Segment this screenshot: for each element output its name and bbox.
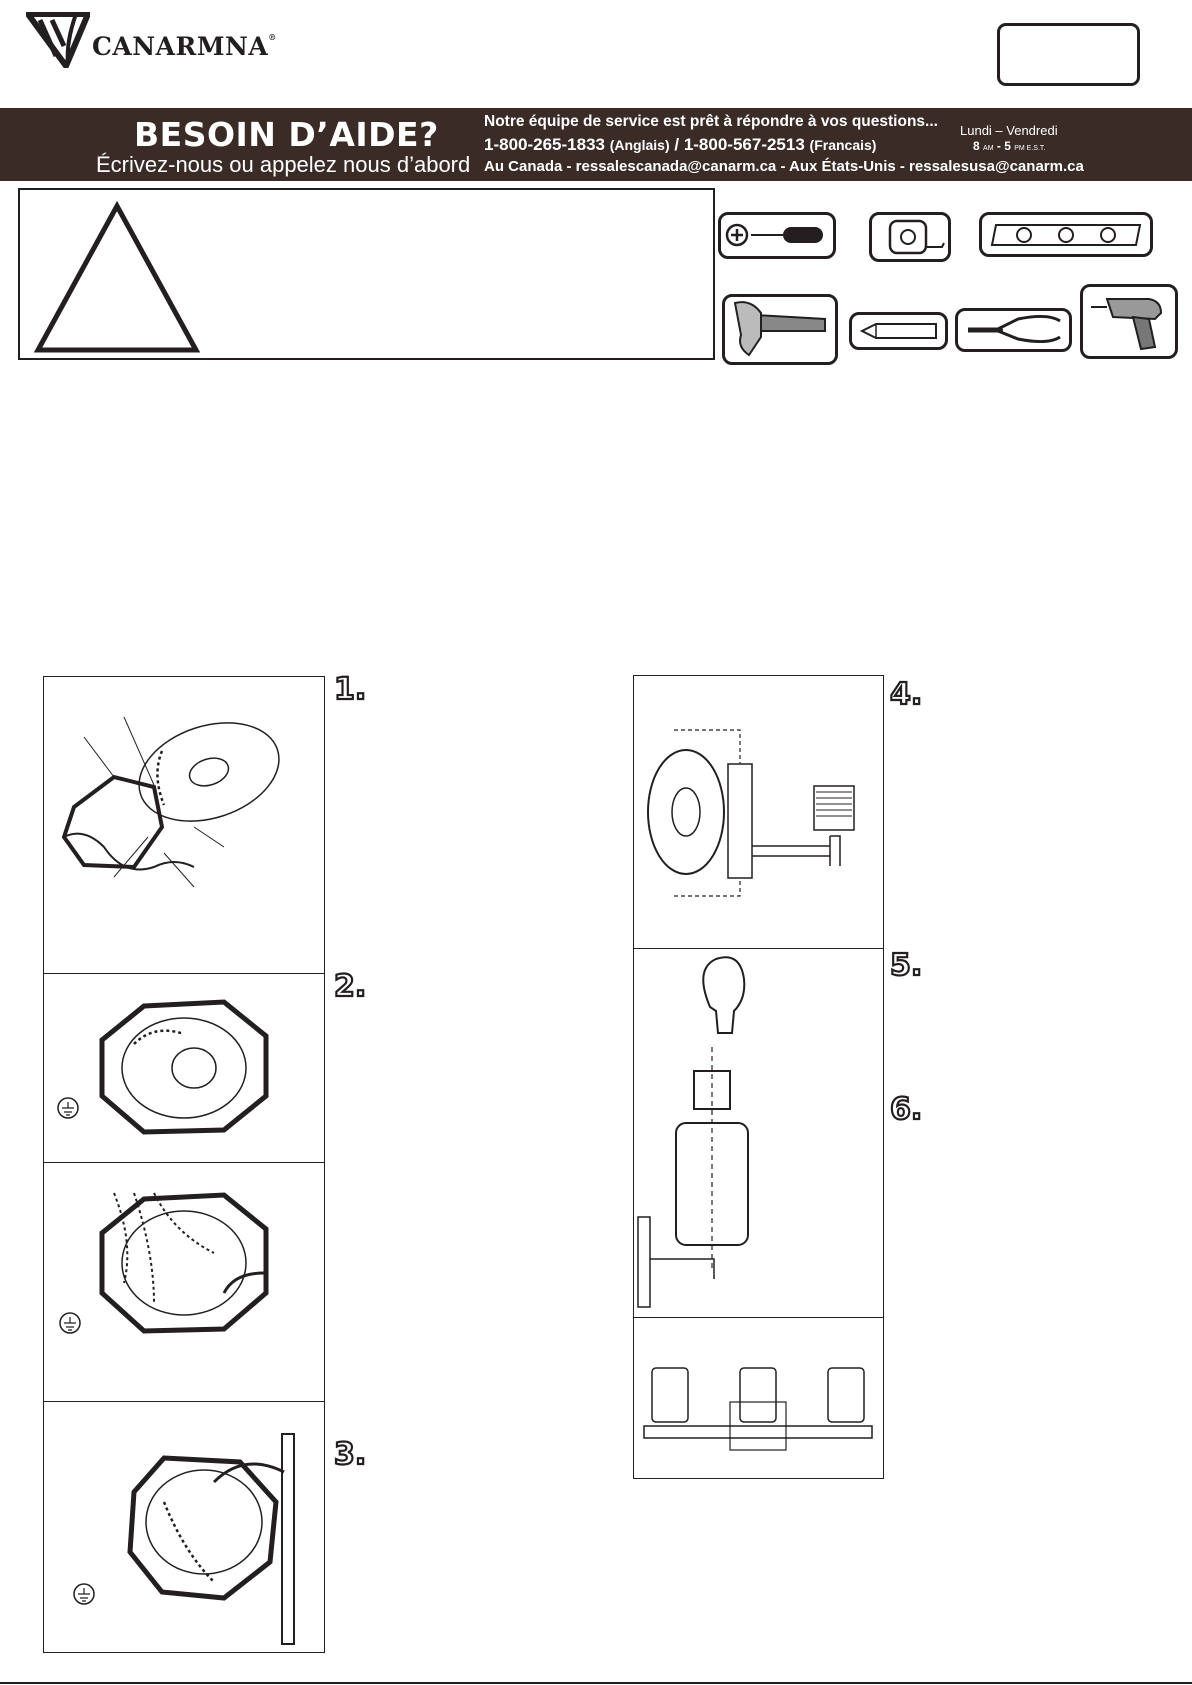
- screwdriver-tool: [718, 212, 836, 259]
- step6-illustration: [633, 1317, 884, 1479]
- step1-illustration: [43, 676, 325, 974]
- mounting-plate-diagram: [61, 716, 280, 888]
- model-code-box: [997, 23, 1140, 86]
- step2-illustration: [43, 973, 325, 1163]
- step4-illustration: [633, 675, 884, 949]
- tape-measure-tool: [869, 212, 951, 262]
- wiring-diagram: [59, 1192, 269, 1334]
- step-6-number: 6.: [889, 1091, 924, 1128]
- help-banner: BESOIN D’AIDE? Écrivez-nous ou appelez n…: [0, 108, 1192, 181]
- pliers-tool: [955, 308, 1072, 352]
- brand-logo: [25, 11, 91, 69]
- level-tool: [979, 212, 1153, 257]
- pencil-tool: [849, 312, 948, 350]
- hammer-tool: [722, 294, 838, 365]
- footer-rule: [0, 1682, 1192, 1684]
- finished-fixture-diagram: [643, 1367, 873, 1451]
- screwdriver-icon: [725, 223, 823, 247]
- tape-measure-icon: [888, 219, 945, 255]
- hammer-icon: [733, 301, 826, 357]
- drill-icon: [1091, 298, 1163, 351]
- step-4-number: 4.: [889, 676, 924, 713]
- phone-french[interactable]: 1-800-567-2513: [683, 135, 805, 154]
- phone-english[interactable]: 1-800-265-1833: [484, 135, 605, 154]
- help-title: BESOIN D’AIDE?: [134, 115, 439, 154]
- ground-wire-diagram: [57, 999, 269, 1135]
- step-2-number: 2.: [333, 968, 368, 1005]
- backplate-diagram: [647, 729, 855, 897]
- logo-mark-icon: [25, 11, 91, 69]
- level-icon: [990, 224, 1142, 246]
- business-days: Lundi – Vendredi: [960, 123, 1058, 138]
- email-line[interactable]: Au Canada - ressalescanada@canarm.ca - A…: [484, 158, 1084, 175]
- warning-box: [18, 188, 715, 360]
- pencil-icon: [859, 323, 937, 339]
- pliers-icon: [968, 314, 1061, 344]
- business-hours: 8 AM - 5 PM E.S.T.: [973, 139, 1046, 153]
- step-3-number: 3.: [333, 1436, 368, 1473]
- drill-tool: [1080, 284, 1178, 359]
- step-5-number: 5.: [889, 947, 924, 984]
- brand-name: CANARMNA®: [92, 32, 277, 61]
- step-1-number: 1.: [333, 671, 368, 708]
- help-subtitle: Écrivez-nous ou appelez nous d’abord: [96, 152, 471, 177]
- step5-illustration: [633, 948, 884, 1318]
- step2-wiring-illustration: [43, 1162, 325, 1402]
- warning-triangle-icon: [33, 200, 201, 353]
- phone-line: 1-800-265-1833 (Anglais) / 1-800-567-251…: [484, 135, 877, 154]
- service-text: Notre équipe de service est prêt à répon…: [484, 113, 938, 130]
- bulb-shade-diagram: [637, 956, 749, 1308]
- mounting-diagram: [73, 1433, 295, 1645]
- step3-illustration: [43, 1401, 325, 1653]
